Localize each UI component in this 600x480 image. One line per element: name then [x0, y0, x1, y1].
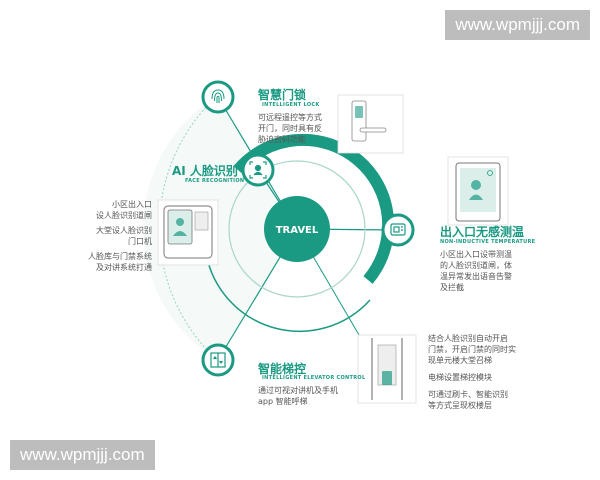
center-circle: [264, 196, 330, 262]
elevator-right-desc-line: 等方式呈现权楼层: [428, 401, 492, 410]
watermark-top: www.wpmjjj.com: [445, 10, 590, 40]
face-terminal-illustration: [157, 199, 219, 266]
temperature-subtitle: NON-INDUCTIVE TEMPERATURE: [440, 239, 536, 245]
elevator-desc-line: app 智能呼梯: [258, 397, 308, 406]
face-desc-line: 门口机: [128, 237, 152, 246]
center-label: TRAVEL: [276, 225, 319, 236]
lock-desc-line: 开门，同时具有反: [258, 124, 322, 133]
outer-thin-arc: [205, 252, 371, 333]
elevator-title: 智能梯控: [258, 362, 307, 376]
inner-ring: [228, 160, 366, 298]
thermal-device-illustration: [447, 156, 509, 226]
face-description: 小区出入口 设人脸识别道闸 大堂设人脸识别 门口机 人脸库与门禁系统 及对讲系统…: [58, 199, 152, 273]
node-face: [241, 153, 275, 187]
elevator-subtitle: INTELLIGENT ELEVATOR CONTROL: [262, 375, 366, 381]
elevator-right-description: 结合人脸识别自动开启 门禁，开启门禁的同时实 现单元楼大堂召梯 电梯设置梯控模块…: [428, 333, 516, 411]
elevator-right-desc-line: 现单元楼大堂召梯: [428, 356, 492, 365]
temperature-desc-line: 及拦截: [440, 283, 464, 292]
elevator-right-desc-line: 结合人脸识别自动开启: [428, 334, 508, 343]
lock-desc-line: 可远程遥控等方式: [258, 113, 322, 122]
elevator-right-desc-line: 可通过刷卡、智能识别: [428, 390, 508, 399]
temperature-desc-line: 的人脸识别道闸，体: [440, 261, 512, 270]
elevator-desc-line: 通过可视对讲机及手机: [258, 386, 338, 395]
face-desc-line: 大堂设人脸识别: [96, 226, 152, 235]
fan-wedge: [143, 96, 297, 360]
elevator-right-desc-line: 门禁，开启门禁的同时实: [428, 345, 516, 354]
temperature-desc-line: 小区出入口设带测温: [440, 250, 512, 259]
thick-arc: [233, 133, 395, 284]
elevator-description: 通过可视对讲机及手机 app 智能呼梯: [258, 385, 338, 407]
face-desc-line: 人脸库与门禁系统: [88, 252, 152, 261]
watermark-bottom: www.wpmjjj.com: [10, 440, 155, 470]
node-temperature: [381, 213, 415, 247]
face-id-icon: [249, 161, 267, 179]
fingerprint-icon: [211, 89, 225, 103]
node-elevator: [201, 343, 235, 377]
elevator-panel-illustration: [357, 334, 417, 404]
face-title: AI 人脸识别: [172, 164, 238, 178]
face-desc-line: 小区出入口: [112, 200, 152, 209]
lock-description: 可远程遥控等方式 开门，同时具有反 胁迫密码功能: [258, 112, 322, 145]
lock-illustration: [337, 94, 404, 154]
lock-desc-line: 胁迫密码功能: [258, 135, 306, 144]
temperature-description: 小区出入口设带测温 的人脸识别道闸，体 温异常发出语音告警 及拦截: [440, 249, 512, 293]
temperature-title: 出入口无感测温: [440, 225, 525, 239]
node-lock: [201, 80, 235, 114]
face-desc-line: 及对讲系统打通: [96, 263, 152, 272]
temperature-desc-line: 温异常发出语音告警: [440, 272, 512, 281]
elevator-icon: [210, 352, 226, 368]
thermal-camera-icon: [390, 223, 406, 236]
face-desc-line: 设人脸识别道闸: [96, 211, 152, 220]
elevator-right-desc-line: 电梯设置梯控模块: [428, 373, 492, 382]
face-subtitle: FACE RECOGNITION: [185, 178, 245, 184]
lock-subtitle: INTELLIGENT LOCK: [262, 102, 320, 108]
lock-title: 智慧门锁: [258, 88, 307, 102]
